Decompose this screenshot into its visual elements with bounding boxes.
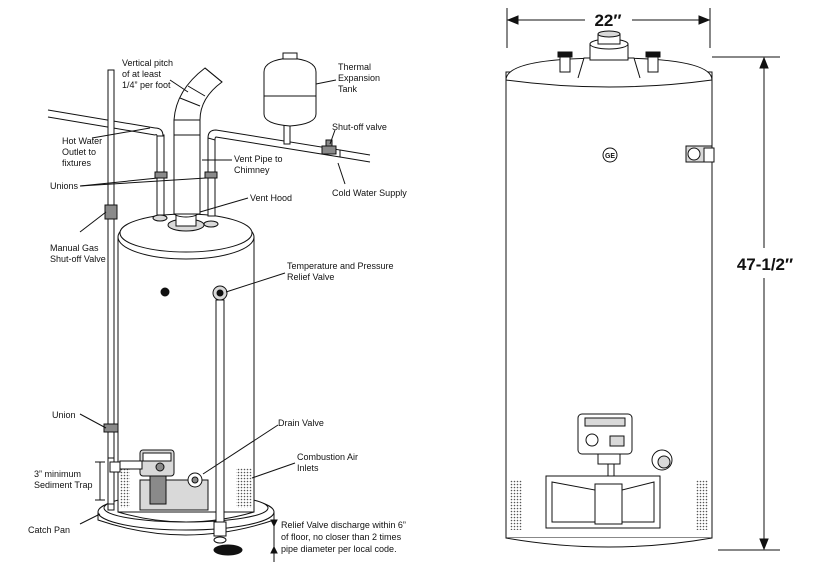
label-vent-hood: Vent Hood xyxy=(250,193,292,203)
drain-valve-right xyxy=(651,449,673,471)
gas-line xyxy=(103,69,121,511)
tank-knob-icon xyxy=(160,287,170,297)
tp-relief-valve-right xyxy=(685,145,715,163)
svg-text:GE: GE xyxy=(605,153,615,160)
combustion-inlets-right xyxy=(510,480,708,530)
installation-view: Vertical pitch of at least 1/4” per foot… xyxy=(28,52,408,562)
top-fittings xyxy=(557,30,661,79)
heater-tank-left xyxy=(117,213,255,523)
installation-labels: Vertical pitch of at least 1/4” per foot… xyxy=(28,58,408,554)
gas-control-valve xyxy=(119,449,175,505)
dimension-view: 22″ 47-1/2″ GE xyxy=(505,8,793,551)
label-tp-relief-valve: Temperature and Pressure Relief Valve xyxy=(287,261,396,282)
vent-pipe xyxy=(173,67,223,215)
height-value: 47-1/2″ xyxy=(737,255,793,274)
label-sediment-trap: 3” minimum Sediment Trap xyxy=(34,469,93,490)
heater-tank-right: GE xyxy=(505,57,713,548)
tp-relief-valve xyxy=(212,285,243,556)
label-thermal-tank: Thermal Expansion Tank xyxy=(338,62,383,94)
height-dimension: 47-1/2″ xyxy=(712,56,793,551)
width-dimension: 22″ xyxy=(506,8,711,48)
label-union: Union xyxy=(52,410,76,420)
label-cold-water-supply: Cold Water Supply xyxy=(332,188,407,198)
label-drain-valve: Drain Valve xyxy=(278,418,324,428)
label-shutoff-valve: Shut-off valve xyxy=(332,122,387,132)
gas-control-right xyxy=(577,413,633,480)
label-manual-gas-valve: Manual Gas Shut-off Valve xyxy=(50,243,106,264)
discharge-dimension xyxy=(270,512,278,562)
ge-logo-icon: GE xyxy=(602,147,618,163)
label-hot-water-outlet: Hot Water Outlet to fixtures xyxy=(62,136,105,168)
water-pipes xyxy=(47,109,371,228)
width-value: 22″ xyxy=(594,11,621,30)
label-vertical-pitch: Vertical pitch of at least 1/4” per foot xyxy=(122,58,176,90)
label-relief-discharge: Relief Valve discharge within 6” of floo… xyxy=(281,520,408,554)
label-catch-pan: Catch Pan xyxy=(28,525,70,535)
label-combustion-air: Combustion Air Inlets xyxy=(297,452,361,473)
thermal-expansion-tank xyxy=(263,52,317,127)
burner-access-door xyxy=(545,475,661,529)
label-vent-pipe: Vent Pipe to Chimney xyxy=(234,154,285,175)
callout-leaders xyxy=(79,79,346,525)
label-unions: Unions xyxy=(50,181,79,191)
drain-valve xyxy=(187,472,203,488)
sediment-trap-dimension xyxy=(95,461,105,501)
